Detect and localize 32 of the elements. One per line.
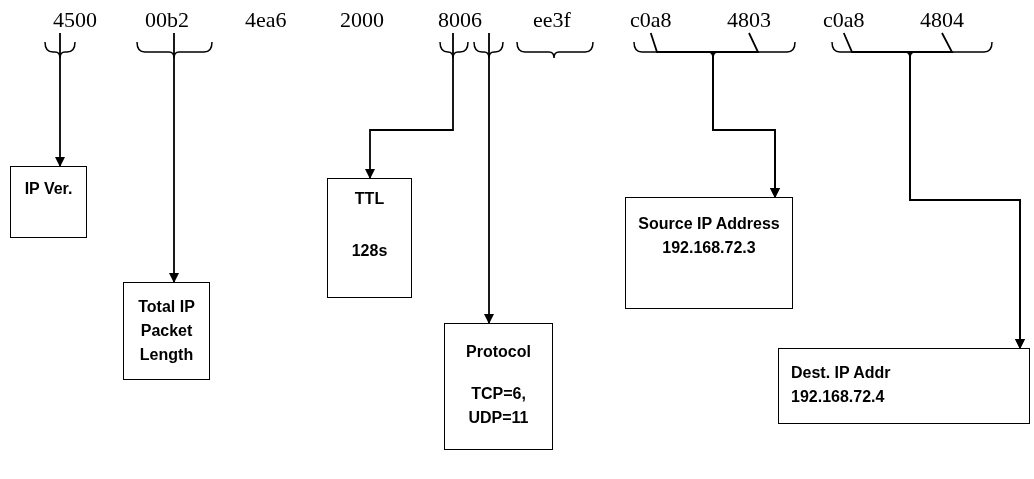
field-title: TTL	[354, 189, 385, 209]
hex-word: 00b2	[145, 8, 189, 32]
field-box	[778, 348, 1030, 424]
field-value: 192.168.72.4	[791, 387, 885, 407]
hex-word: c0a8	[823, 8, 865, 32]
field-box	[123, 282, 210, 380]
field-value: 192.168.72.3	[662, 238, 756, 258]
arrow	[909, 32, 1025, 349]
field-box	[444, 323, 553, 450]
hex-word: 4803	[727, 8, 771, 32]
hex-word: 4500	[53, 8, 97, 32]
hex-word: ee3f	[533, 8, 571, 32]
field-title: IP Ver.	[24, 179, 73, 199]
arrow	[484, 32, 494, 324]
arrow	[712, 32, 780, 198]
field-box	[327, 178, 412, 298]
field-value: TCP=6, UDP=11	[467, 384, 530, 428]
hex-word: 8006	[438, 8, 482, 32]
field-title: Protocol	[466, 342, 531, 362]
arrow	[169, 32, 179, 283]
hex-word: 4ea6	[245, 8, 287, 32]
hex-word: 2000	[340, 8, 384, 32]
field-value: 128s	[351, 241, 388, 261]
arrow	[55, 32, 65, 167]
hex-word: c0a8	[630, 8, 672, 32]
arrow	[365, 32, 454, 179]
field-title: Source IP Address	[638, 214, 780, 234]
field-title: Total IP Packet Length	[137, 297, 196, 365]
field-box	[625, 197, 793, 309]
field-title: Dest. IP Addr	[791, 363, 891, 383]
field-box	[10, 166, 87, 238]
hex-word: 4804	[920, 8, 964, 32]
